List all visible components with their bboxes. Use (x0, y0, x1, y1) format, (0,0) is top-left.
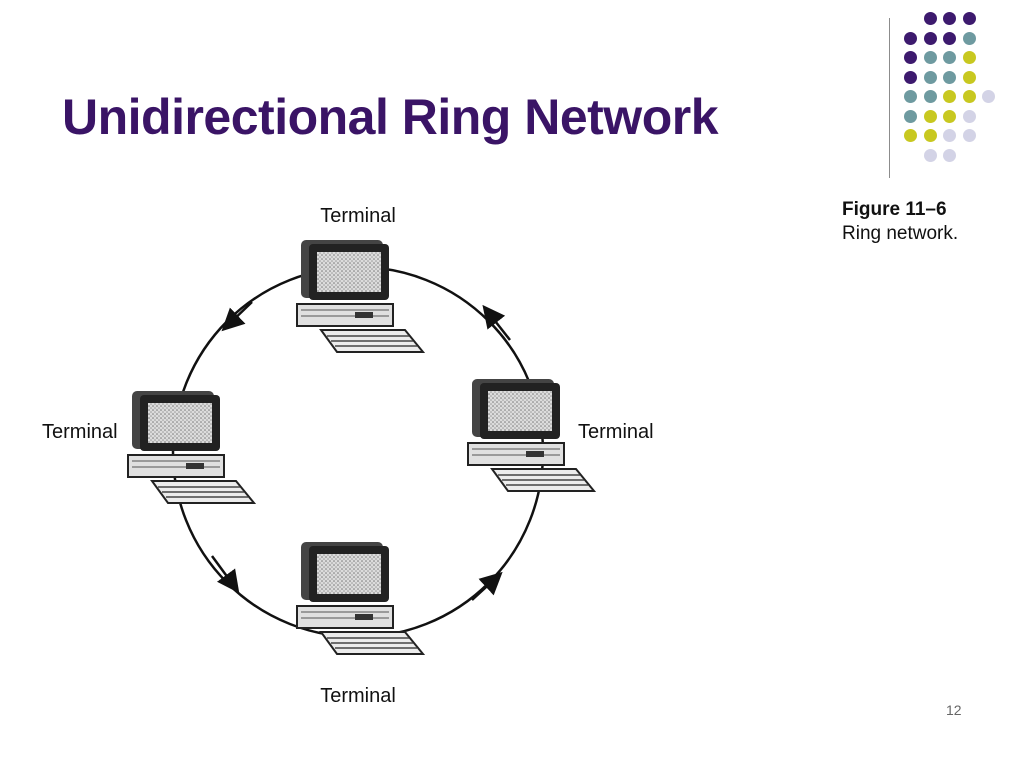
decorative-dot (962, 129, 976, 142)
terminal-label-right: Terminal (578, 421, 654, 443)
decorative-dot (923, 70, 937, 84)
decorative-dot (962, 70, 976, 84)
decorative-dot (943, 51, 956, 64)
arrow-top-right (482, 304, 511, 341)
decorative-dot (923, 129, 937, 142)
slide-number: 12 (946, 702, 962, 716)
decorative-dot (943, 12, 956, 25)
decorative-dot (943, 31, 956, 45)
decorative-dot (904, 70, 917, 84)
decorative-dot-grid (904, 12, 1014, 172)
figure-label: Figure 11–6 (842, 199, 947, 220)
decorative-dot (904, 90, 917, 103)
decorative-dot (904, 109, 917, 123)
terminal-right: Terminal (467, 378, 654, 492)
ring-network-diagram: Terminal Terminal Terminal Terminal (42, 205, 654, 707)
slide-title: Unidirectional Ring Network (62, 89, 719, 145)
decorative-dot (943, 109, 956, 123)
decorative-dot (923, 109, 937, 123)
decorative-dot (962, 51, 976, 64)
computer-icon (296, 239, 424, 353)
arrow-top-left (221, 301, 253, 332)
decorative-dot (962, 109, 976, 123)
decorative-dot (962, 90, 976, 103)
decorative-dot (923, 148, 937, 162)
decorative-dot (923, 12, 937, 25)
decorative-dot (943, 129, 956, 142)
decorative-dot (923, 90, 937, 103)
decorative-dot (943, 148, 956, 162)
decorative-dot (923, 51, 937, 64)
decorative-dot (904, 31, 917, 45)
decorative-dot (923, 31, 937, 45)
decorative-dot (943, 70, 956, 84)
decorative-dot (982, 90, 995, 103)
terminal-label-top: Terminal (320, 205, 396, 227)
arrow-bottom-right (471, 571, 503, 601)
computer-icon (296, 541, 424, 655)
terminal-left: Terminal (42, 390, 255, 504)
terminal-label-bottom: Terminal (320, 685, 396, 707)
decorative-dot (962, 31, 976, 45)
decorative-dot (943, 90, 956, 103)
decorative-dot (904, 51, 917, 64)
decorative-dot (904, 129, 917, 142)
terminal-label-left: Terminal (42, 421, 118, 443)
terminal-bottom: Terminal (296, 541, 424, 707)
computer-icon (127, 390, 255, 504)
decorative-dot (962, 12, 976, 25)
figure-caption: Figure 11–6 Ring network. (842, 198, 958, 246)
arrow-bottom-left (210, 555, 240, 594)
figure-caption-text: Ring network. (842, 222, 959, 244)
title-divider (889, 18, 890, 178)
terminal-top: Terminal (296, 205, 424, 353)
computer-icon (467, 378, 595, 492)
